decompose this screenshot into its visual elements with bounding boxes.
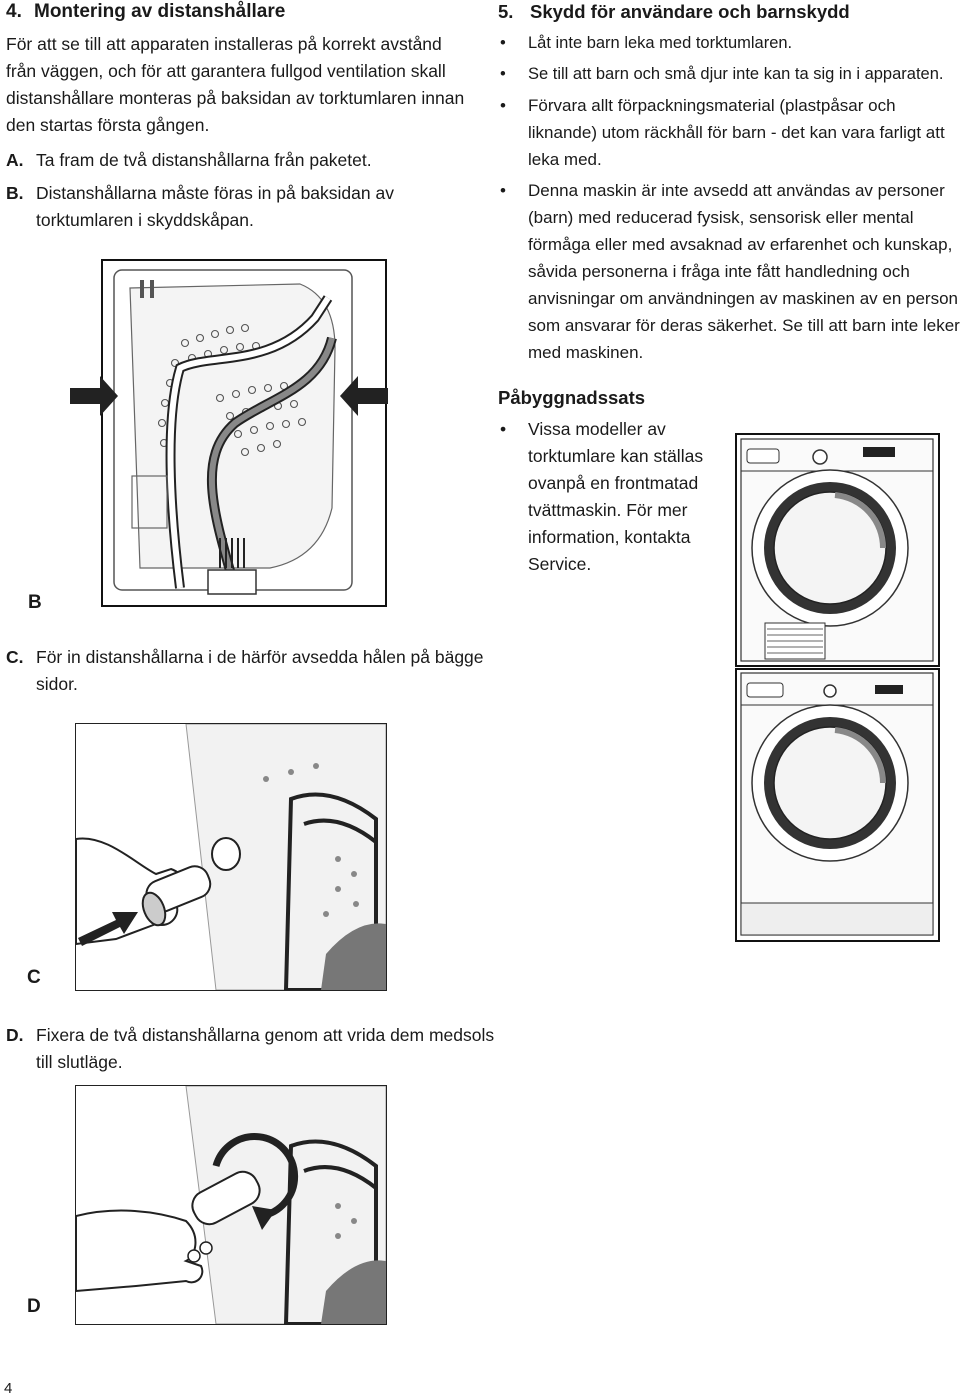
- step-text: Distanshållarna måste föras in på baksid…: [36, 183, 394, 230]
- step-text: Ta fram de två distanshållarna från pake…: [36, 150, 372, 170]
- step-letter: A.: [6, 150, 24, 170]
- section-number: 5.: [498, 1, 514, 22]
- kit-bullet: Vissa modeller av torktumlare kan ställa…: [498, 416, 743, 578]
- figure-c-insert-spacer: [75, 723, 387, 991]
- step-a: A. Ta fram de två distanshållarna från pa…: [6, 147, 496, 174]
- section-title: Skydd för användare och barnskydd: [530, 1, 850, 22]
- section-4-heading: 4. Montering av distanshållare: [6, 0, 476, 24]
- step-text: Fixera de två distanshållarna genom att …: [36, 1025, 495, 1072]
- bullet-item: Denna maskin är inte avsedd att användas…: [498, 177, 960, 366]
- figure-b-label: B: [28, 592, 42, 613]
- page-number: 4: [4, 1380, 13, 1397]
- step-letter: D.: [6, 1025, 24, 1045]
- bullet-item: Se till att barn och små djur inte kan t…: [498, 61, 960, 88]
- kit-heading: Påbyggnadssats: [498, 387, 646, 408]
- step-c: C. För in distanshållarna i de härför avs…: [6, 644, 496, 698]
- step-letter: C.: [6, 647, 24, 667]
- step-letter: B.: [6, 183, 24, 203]
- figure-b-dryer-back: [70, 258, 388, 608]
- step-text: För in distanshållarna i de härför avsed…: [36, 647, 484, 694]
- section-5-heading: 5. Skydd för användare och barnskydd: [498, 0, 958, 24]
- figure-d-rotate-spacer: [75, 1085, 387, 1325]
- step-d: D. Fixera de två distanshållarna genom at…: [6, 1022, 496, 1076]
- bullet-item: Låt inte barn leka med torktumlaren.: [498, 30, 960, 57]
- section-5-bullets: Låt inte barn leka med torktumlaren. Se …: [498, 30, 960, 366]
- figure-c-label: C: [27, 967, 41, 988]
- figure-d-label: D: [27, 1296, 41, 1317]
- section-title: Montering av distanshållare: [34, 1, 286, 22]
- section-4-intro: För att se till att apparaten installera…: [6, 34, 465, 135]
- bullet-item: Förvara allt förpackningsmaterial (plast…: [498, 92, 960, 173]
- figure-stacked-appliances: [735, 433, 940, 943]
- section-number: 4.: [6, 1, 22, 22]
- step-b: B. Distanshållarna måste föras in på baks…: [6, 180, 466, 234]
